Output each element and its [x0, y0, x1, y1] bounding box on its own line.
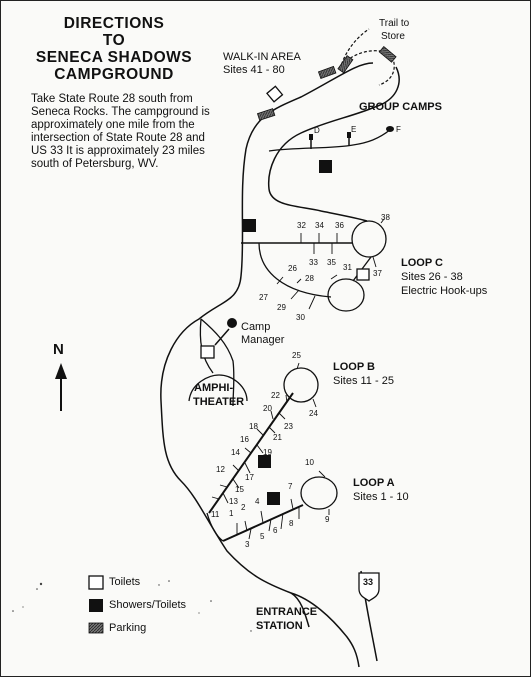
loop-c-sites: Sites 26 - 38: [401, 271, 463, 283]
legend-toilets-label: Toilets: [109, 576, 141, 588]
loop-b-spurs: [211, 362, 317, 504]
site-17: 17: [245, 473, 254, 482]
amphitheater-1: AMPHI-: [194, 382, 234, 394]
site-5: 5: [260, 532, 265, 541]
loop-b-sites: Sites 11 - 25: [333, 375, 394, 387]
toilet-icon: [356, 268, 370, 281]
site-30: 30: [296, 313, 305, 322]
north-label: N: [53, 341, 64, 358]
site-28: 28: [305, 274, 314, 283]
directions-text: Take State Route 28 south from Seneca Ro…: [31, 93, 210, 170]
legend-toilet-icon: [88, 575, 104, 590]
north-arrow-icon: [55, 363, 67, 411]
legend-parking-label: Parking: [109, 622, 147, 634]
site-19: 19: [263, 448, 272, 457]
site-38: 38: [381, 213, 390, 222]
shower-icon: [258, 455, 271, 468]
title-line-2: TO: [102, 32, 126, 49]
trail-label-1: Trail to: [379, 18, 410, 29]
walkin-sites: Sites 41 - 80: [223, 64, 285, 76]
site-24: 24: [309, 409, 318, 418]
group-site-e: E: [351, 125, 357, 134]
site-9: 9: [325, 515, 330, 524]
loop-c-title: LOOP C: [401, 257, 443, 269]
site-7: 7: [288, 482, 293, 491]
site-4: 4: [255, 497, 260, 506]
parking-icon: [378, 45, 397, 63]
site-20: 20: [263, 404, 272, 413]
shower-icon: [267, 492, 280, 505]
route-33-label: 33: [363, 577, 374, 587]
toilet-icon: [200, 345, 215, 359]
scan-specks: [12, 580, 252, 632]
group-site-f: F: [396, 125, 401, 134]
camp-manager-2: Manager: [241, 334, 285, 346]
trail-label-2: Store: [381, 31, 405, 42]
site-16: 16: [240, 435, 249, 444]
title-line-4: CAMPGROUND: [54, 66, 174, 83]
site-14: 14: [231, 448, 240, 457]
shower-icon: [319, 160, 332, 173]
title-line-1: DIRECTIONS: [63, 15, 165, 32]
entrance-road: [290, 592, 360, 668]
entrance-2: STATION: [256, 620, 303, 632]
site-27: 27: [259, 293, 268, 302]
legend-showers-label: Showers/Toilets: [109, 599, 187, 611]
site-36: 36: [335, 221, 344, 230]
site-34: 34: [315, 221, 324, 230]
site-15: 15: [235, 485, 244, 494]
site-23: 23: [284, 422, 293, 431]
site-33: 33: [309, 258, 318, 267]
walkin-title: WALK-IN AREA: [223, 51, 301, 63]
site-22: 22: [271, 391, 280, 400]
site-29: 29: [277, 303, 286, 312]
group-camp-road: [268, 128, 392, 152]
site-10: 10: [305, 458, 314, 467]
parking-icon: [337, 55, 354, 74]
site-8: 8: [289, 519, 294, 528]
site-37: 37: [373, 269, 382, 278]
parking-icon: [317, 65, 337, 80]
walkin-toilet-icon: [266, 85, 284, 103]
loop-a-circle: [300, 476, 338, 510]
site-6: 6: [273, 526, 278, 535]
loop-a-sites: Sites 1 - 10: [353, 491, 409, 503]
road-outline-east: [267, 66, 400, 222]
site-1: 1: [229, 509, 234, 518]
loop-c-upper-circle: [351, 220, 387, 258]
site-18: 18: [249, 422, 258, 431]
site-13: 13: [229, 497, 238, 506]
loop-a-spurs: [236, 470, 330, 540]
legend-shower-icon: [89, 599, 103, 612]
loop-a-title: LOOP A: [353, 477, 395, 489]
site-2: 2: [241, 503, 246, 512]
site-31: 31: [343, 263, 352, 272]
loop-c-lower-circle: [327, 278, 365, 312]
site-25: 25: [292, 351, 301, 360]
parking-icon: [256, 108, 276, 121]
site-12: 12: [216, 465, 225, 474]
site-35: 35: [327, 258, 336, 267]
group-camps-label: GROUP CAMPS: [359, 101, 442, 113]
site-3: 3: [245, 540, 250, 549]
loop-c-spurs: [276, 218, 385, 310]
loop-b-title: LOOP B: [333, 361, 375, 373]
shower-icon: [243, 219, 256, 232]
camp-manager-1: Camp: [241, 321, 271, 333]
title-line-3: SENECA SHADOWS: [35, 49, 193, 66]
site-32: 32: [297, 221, 306, 230]
entrance-1: ENTRANCE: [256, 606, 318, 618]
loop-c-note: Electric Hook-ups: [401, 285, 488, 297]
group-site-d: D: [314, 126, 320, 135]
route-33-shield-icon: [358, 572, 380, 602]
site-21: 21: [273, 433, 282, 442]
loop-b-circle: [283, 367, 319, 403]
legend-parking-icon: [88, 622, 104, 634]
site-11: 11: [211, 510, 220, 519]
amphitheater-2: THEATER: [193, 396, 245, 408]
site-26: 26: [288, 264, 297, 273]
